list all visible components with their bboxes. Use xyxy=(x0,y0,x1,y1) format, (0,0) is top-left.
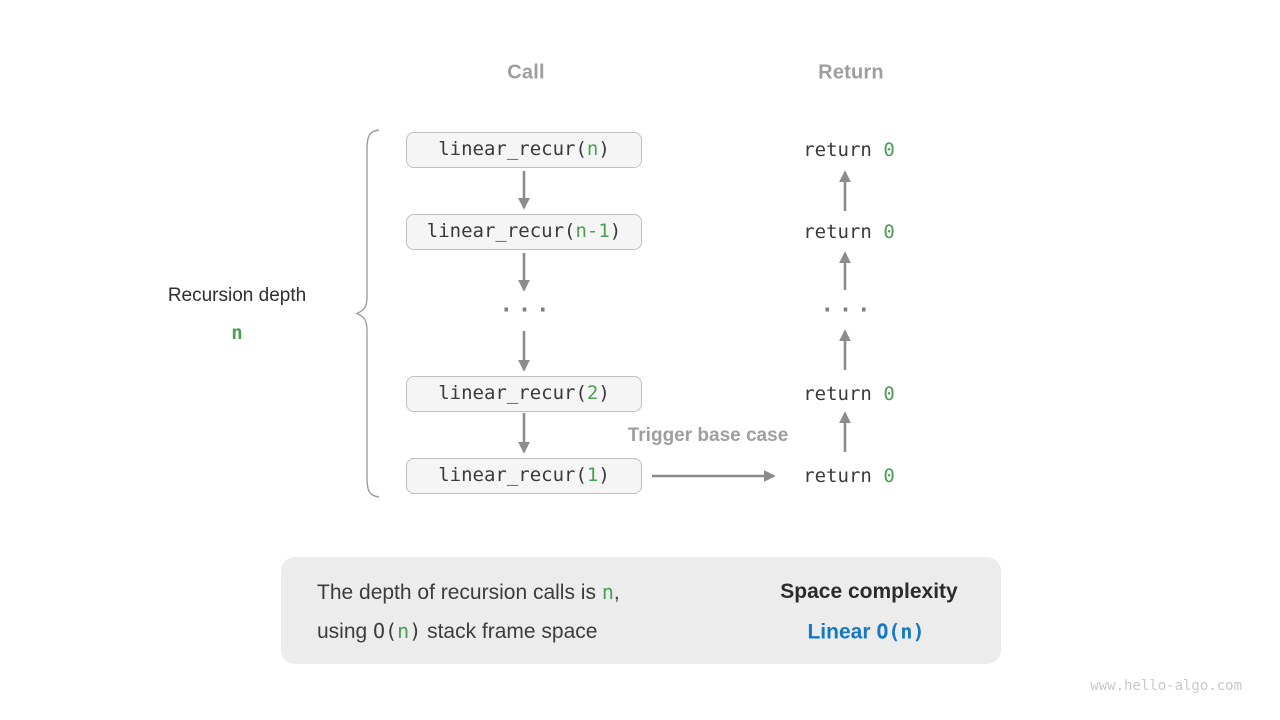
summary-line-2: using O(n) stack frame space xyxy=(317,619,598,643)
call-box-1: linear_recur(1) xyxy=(406,458,642,494)
depth-brace-icon xyxy=(355,129,380,498)
call-box-n-code: linear_recur(n) xyxy=(438,138,610,160)
return-value-2: 0 xyxy=(883,221,895,243)
call-box-n-arg: n xyxy=(586,138,599,160)
summary-panel xyxy=(281,557,1001,664)
call-box-n-1-code: linear_recur(n-1) xyxy=(426,220,622,242)
call-box-1-code: linear_recur(1) xyxy=(438,464,610,486)
call-box-1-arg: 1 xyxy=(586,464,599,486)
call-box-n: linear_recur(n) xyxy=(406,132,642,168)
call-box-n-1: linear_recur(n-1) xyxy=(406,214,642,250)
call-ellipsis: ··· xyxy=(499,298,555,324)
watermark: www.hello-algo.com xyxy=(1090,678,1242,694)
call-box-2-code: linear_recur(2) xyxy=(438,382,610,404)
summary-line-1-var: n xyxy=(601,580,614,604)
recursion-depth-var: n xyxy=(231,322,243,344)
return-label-4: return 0 xyxy=(803,465,895,487)
space-complexity-code: O(n) xyxy=(876,619,925,644)
return-value-3: 0 xyxy=(883,383,895,405)
summary-line-2-var: n xyxy=(397,619,410,643)
return-label-1: return 0 xyxy=(803,139,895,161)
return-label-3: return 0 xyxy=(803,383,895,405)
summary-line-1: The depth of recursion calls is n, xyxy=(317,580,620,604)
return-column-header: Return xyxy=(818,61,884,84)
call-box-n-1-arg: n-1 xyxy=(575,220,610,242)
return-label-2: return 0 xyxy=(803,221,895,243)
return-value-4: 0 xyxy=(883,465,895,487)
call-column-header: Call xyxy=(507,61,545,84)
call-box-2-arg: 2 xyxy=(586,382,599,404)
trigger-base-case-label: Trigger base case xyxy=(627,425,789,446)
call-box-2: linear_recur(2) xyxy=(406,376,642,412)
return-value-1: 0 xyxy=(883,139,895,161)
space-complexity-value: Linear O(n) xyxy=(807,619,925,644)
recursion-depth-label: Recursion depth xyxy=(167,285,307,306)
space-complexity-title: Space complexity xyxy=(780,580,958,603)
return-ellipsis: ··· xyxy=(820,298,876,324)
